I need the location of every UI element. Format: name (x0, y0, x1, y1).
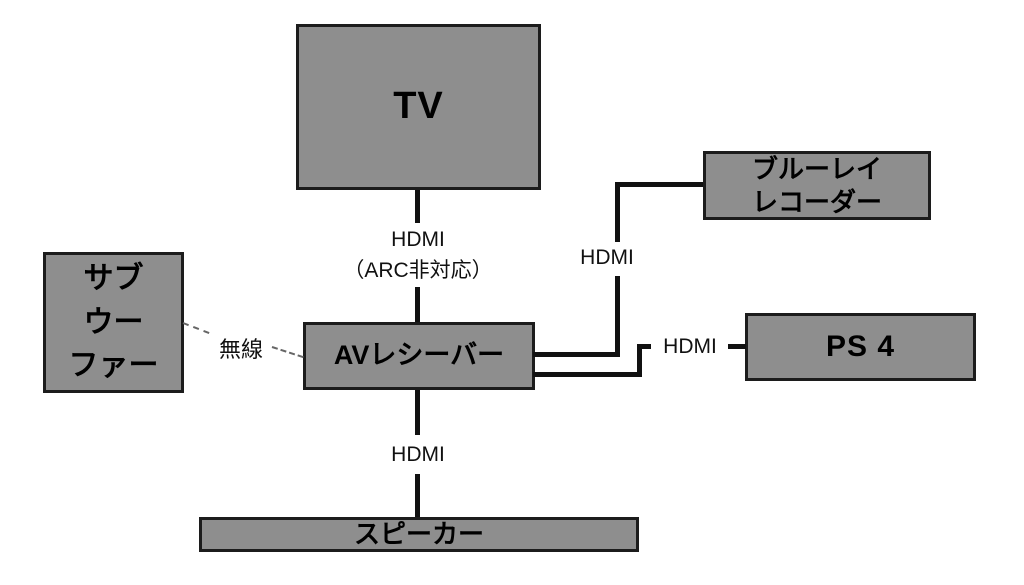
hdmi-line-bluray-vertical-upper (615, 182, 620, 242)
hdmi-line-tv-avr-lower (415, 287, 420, 322)
hdmi-line-ps4-dash (728, 344, 746, 349)
label-subwoofer-wireless: 無線 (218, 337, 263, 362)
node-subwoofer-label-line1: サブ (83, 262, 144, 296)
node-av-receiver-label: AVレシーバー (333, 340, 505, 371)
node-ps4: PS 4 (745, 313, 976, 381)
label-tv-avr-hdmi: HDMI (391, 228, 445, 251)
node-tv: TV (296, 24, 541, 190)
hdmi-line-tv-avr-upper (415, 190, 420, 223)
node-bluray-label-line1: ブルーレイ (751, 154, 882, 184)
node-bluray-recorder: ブルーレイ レコーダー (703, 151, 931, 220)
hdmi-line-ps4-stub (637, 344, 651, 349)
hdmi-line-bluray-into-avr (533, 352, 620, 357)
wireless-dash-right (271, 346, 304, 359)
label-bluray-avr-hdmi: HDMI (580, 246, 634, 269)
node-subwoofer-label-line3: ファー (68, 349, 159, 383)
wireless-dash-left (182, 322, 210, 334)
node-speaker: スピーカー (199, 517, 639, 552)
node-subwoofer: サブ ウー ファー (43, 252, 184, 393)
hdmi-line-avr-speaker-upper (415, 390, 420, 435)
label-tv-avr-arc-note: （ARC非対応） (343, 259, 493, 282)
hdmi-line-bluray-horizontal (615, 182, 703, 187)
node-subwoofer-label-line2: ウー (83, 305, 144, 339)
node-tv-label: TV (393, 85, 444, 128)
hdmi-line-ps4-vertical (637, 344, 642, 377)
node-ps4-label: PS 4 (825, 330, 896, 364)
label-ps4-avr-hdmi: HDMI (663, 335, 717, 358)
label-avr-speaker-hdmi: HDMI (391, 443, 445, 466)
node-bluray-label-line2: レコーダー (751, 186, 882, 217)
hdmi-line-avr-speaker-lower (415, 474, 420, 517)
node-av-receiver: AVレシーバー (303, 322, 535, 390)
node-speaker-label: スピーカー (353, 519, 484, 550)
hdmi-line-ps4-horizontal (533, 372, 642, 377)
hdmi-line-bluray-vertical-lower (615, 276, 620, 357)
